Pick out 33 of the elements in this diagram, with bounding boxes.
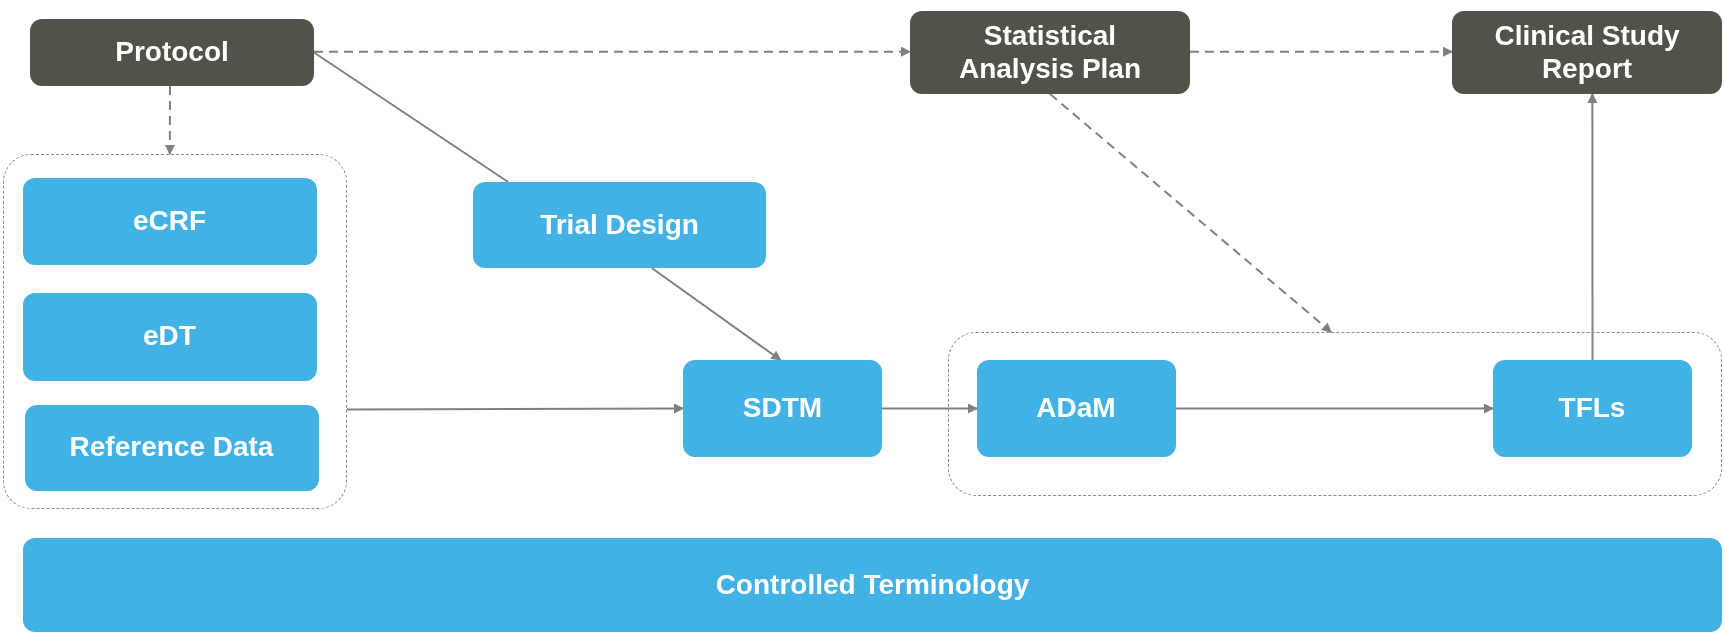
process-box: [683, 360, 882, 457]
process-box: [473, 182, 766, 268]
process-box: [976, 359, 1176, 457]
box-label: eDT: [143, 320, 196, 353]
process-box: [24, 404, 319, 491]
box-label: Protocol: [115, 36, 229, 69]
box-label: Statistical Analysis Plan: [957, 20, 1143, 85]
arrow: [650, 267, 782, 361]
dashed-group-box: [948, 332, 1722, 496]
box-label: Reference Data: [69, 431, 274, 464]
arrow: [164, 85, 175, 155]
arrow: [346, 403, 684, 414]
dashed-group-box: [3, 154, 347, 509]
arrow: [1175, 403, 1494, 414]
document-box: [910, 11, 1190, 94]
arrow: [313, 46, 911, 57]
box-label: eCRF: [132, 204, 207, 238]
box-label: Clinical Study Report: [1493, 20, 1681, 85]
process-box: [22, 177, 317, 265]
document-box: [30, 19, 314, 86]
arrow: [1587, 93, 1598, 361]
box-label: ADaM: [1036, 391, 1116, 425]
process-box: [22, 292, 317, 381]
arrow: [881, 403, 978, 414]
arrow: [1049, 93, 1333, 333]
document-box: [1452, 11, 1722, 94]
box-label: Trial Design: [540, 208, 699, 242]
box-label: Controlled Terminology: [715, 568, 1030, 602]
process-box: [1492, 359, 1692, 457]
process-box: [23, 538, 1722, 632]
box-label: TFLs: [1558, 391, 1626, 425]
box-label: SDTM: [742, 392, 823, 425]
arrow: [1189, 46, 1453, 57]
